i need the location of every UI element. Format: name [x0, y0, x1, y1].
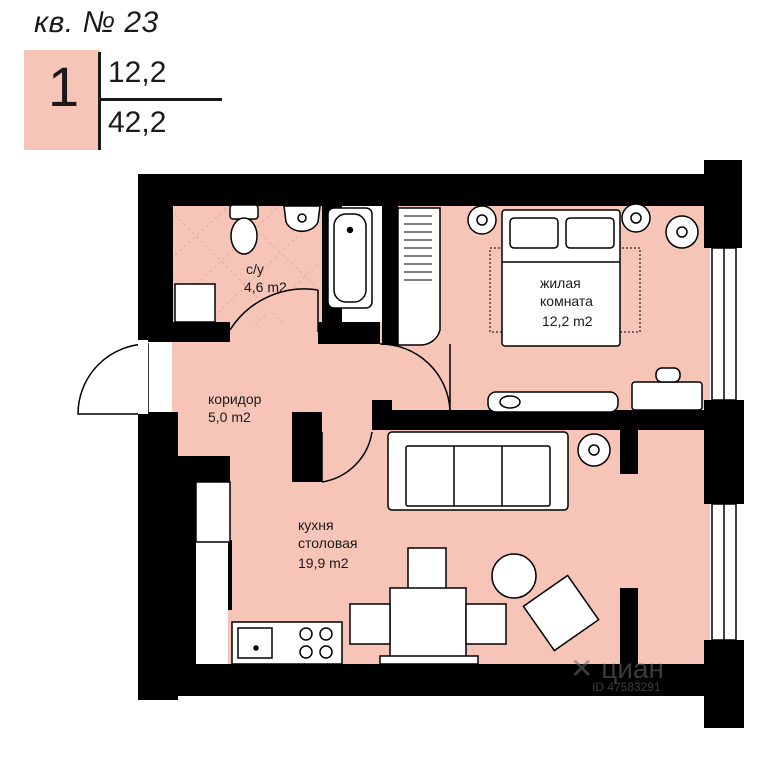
armchair: [631, 367, 703, 411]
kitchen-counter: [231, 621, 343, 665]
living-area-value: 12,2: [108, 56, 167, 89]
sofa: [387, 431, 569, 511]
toilet-fixture: [229, 204, 259, 255]
bathtub: [327, 207, 373, 309]
corridor-name: коридор: [208, 391, 262, 407]
rooms-count-box: [24, 50, 100, 150]
total-area-value: 42,2: [108, 106, 167, 139]
windows: [711, 247, 737, 641]
entrance-door: [77, 340, 149, 415]
walls: [138, 160, 744, 728]
bathroom-name: с/у: [246, 261, 264, 277]
living-room-door: [379, 343, 451, 412]
fridge: [195, 481, 231, 543]
area-divider-vertical: [98, 52, 101, 150]
washing-machine: [174, 283, 216, 323]
rooms-count: 1: [48, 55, 80, 118]
kitchen-armchair: [522, 574, 600, 652]
nightstand-lamps: [467, 203, 699, 249]
bathroom-door: [229, 288, 319, 332]
watermark-brand: ✕ циан: [570, 653, 664, 684]
desk: [487, 391, 619, 413]
living-area: 12,2 m2: [542, 313, 593, 329]
kitchen-name-line1: кухня: [298, 517, 334, 533]
floor-lamp: [577, 433, 611, 467]
corridor-area: 5,0 m2: [208, 409, 251, 425]
area-divider-horizontal: [98, 98, 222, 101]
apartment-title: кв. № 23: [34, 6, 159, 39]
living-name-line1: жилая: [540, 275, 581, 291]
bathroom-area: 4,6 m2: [244, 279, 287, 295]
bathroom-sink: [283, 205, 321, 232]
dining-set: [349, 547, 507, 665]
kitchen-door: [321, 431, 373, 483]
bed: [489, 209, 641, 347]
kitchen-name-line2: столовая: [298, 535, 358, 551]
watermark-id: ID 47583291: [592, 680, 661, 694]
wardrobe: [397, 207, 441, 346]
kitchen-area: 19,9 m2: [298, 555, 349, 571]
living-name-line2: комната: [540, 293, 593, 309]
round-table: [491, 553, 537, 599]
